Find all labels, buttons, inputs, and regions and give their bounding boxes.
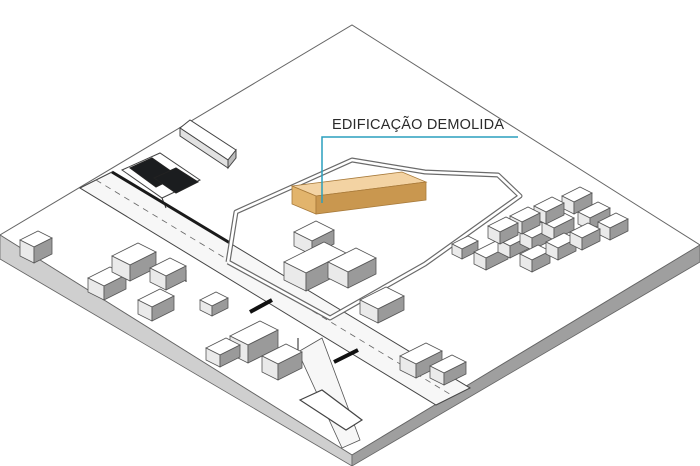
building-block (399, 342, 443, 379)
surrounding-buildings (19, 186, 629, 386)
building-block (429, 354, 467, 386)
building-block (199, 291, 229, 317)
billboard (179, 119, 237, 170)
callout-leader (321, 136, 518, 203)
building-block (487, 216, 519, 245)
building-block (261, 343, 303, 381)
building-block (137, 288, 175, 322)
building-block (451, 235, 479, 260)
building-block (19, 230, 53, 264)
building-block (111, 242, 157, 282)
demolished-building (290, 171, 428, 215)
terrain-base (0, 24, 700, 466)
callout-label: EDIFICAÇÃO DEMOLIDA (332, 117, 505, 133)
building-block (205, 337, 241, 368)
building-block (569, 222, 601, 251)
building-block (519, 244, 551, 273)
building-block (327, 247, 377, 289)
building-block (149, 257, 187, 291)
building-block (359, 286, 405, 324)
building-block (597, 212, 629, 241)
solar-panel-array (120, 152, 202, 209)
side-street (297, 337, 364, 449)
